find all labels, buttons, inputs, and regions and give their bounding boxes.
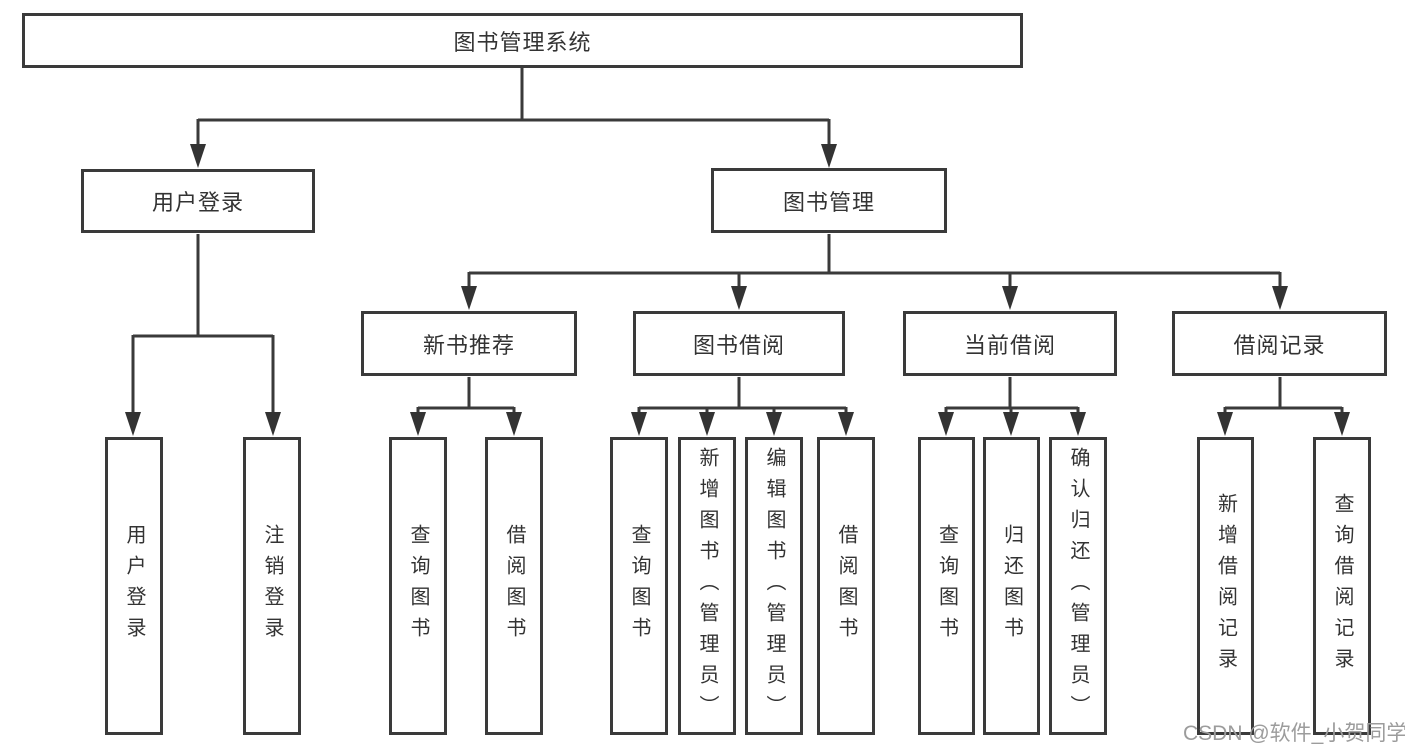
leaf-add-borrow-record-label: 新增借阅记录 — [1214, 493, 1237, 679]
node-new-book-rec: 新书推荐 — [361, 311, 577, 376]
leaf-edit-book-admin-label: 编辑图书（管理员） — [763, 446, 785, 726]
leaf-add-book-admin-label: 新增图书（管理员） — [696, 446, 718, 726]
leaf-add-book-admin: 新增图书（管理员） — [678, 437, 736, 735]
node-book-mgmt-label: 图书管理 — [782, 189, 875, 215]
leaf-logout-label: 注销登录 — [261, 524, 283, 648]
leaf-return-book: 归还图书 — [983, 437, 1040, 735]
arrowhead-g3-3 — [766, 412, 782, 436]
arrowhead-g5-2 — [1334, 412, 1350, 436]
node-current-borrow-label: 当前借阅 — [963, 332, 1056, 358]
leaf-user-login-label: 用户登录 — [123, 524, 145, 648]
arrowhead-leaf-logout — [265, 412, 281, 436]
leaf-query-books-1: 查询图书 — [389, 437, 447, 735]
node-user-login: 用户登录 — [81, 169, 315, 233]
arrowhead-g5-1 — [1217, 412, 1233, 436]
leaf-borrow-books-2-label: 借阅图书 — [835, 524, 857, 648]
leaf-query-books-1-label: 查询图书 — [407, 524, 429, 648]
leaf-borrow-books-1: 借阅图书 — [485, 437, 543, 735]
arrowhead-g3-4 — [838, 412, 854, 436]
arrowhead-g4-2 — [1003, 412, 1019, 436]
node-book-mgmt: 图书管理 — [711, 168, 947, 233]
node-root-label: 图书管理系统 — [453, 29, 592, 55]
leaf-borrow-books-2: 借阅图书 — [817, 437, 875, 735]
leaf-user-login: 用户登录 — [105, 437, 163, 735]
node-book-borrow-label: 图书借阅 — [692, 332, 785, 358]
arrowhead-leaf-login — [125, 412, 141, 436]
arrowhead-currentborrow — [1002, 286, 1018, 310]
node-book-borrow: 图书借阅 — [633, 311, 845, 376]
arrowhead-borrowrecords — [1272, 286, 1288, 310]
node-new-book-rec-label: 新书推荐 — [422, 332, 515, 358]
node-current-borrow: 当前借阅 — [903, 311, 1117, 376]
leaf-return-book-label: 归还图书 — [1000, 524, 1023, 648]
leaf-logout: 注销登录 — [243, 437, 301, 735]
arrowhead-user-login — [190, 144, 206, 168]
node-user-login-label: 用户登录 — [151, 190, 244, 215]
csdn-watermark: CSDN @软件_小贺同学 — [1183, 722, 1405, 745]
arrowhead-newbook — [461, 286, 477, 310]
leaf-query-books-2: 查询图书 — [610, 437, 668, 735]
leaf-edit-book-admin: 编辑图书（管理员） — [745, 437, 803, 735]
leaf-query-books-2-label: 查询图书 — [628, 524, 650, 648]
leaf-borrow-books-1-label: 借阅图书 — [503, 524, 525, 648]
arrowhead-g3-2 — [699, 412, 715, 436]
node-borrow-records-label: 借阅记录 — [1233, 332, 1326, 358]
arrowhead-g2-2 — [506, 412, 522, 436]
leaf-query-books-3-label: 查询图书 — [935, 524, 958, 648]
arrowhead-bookborrow — [731, 286, 747, 310]
arrowhead-g3-1 — [631, 412, 647, 436]
arrowhead-g4-3 — [1070, 412, 1086, 436]
leaf-query-books-3: 查询图书 — [918, 437, 975, 735]
arrowhead-g4-1 — [938, 412, 954, 436]
node-root: 图书管理系统 — [22, 13, 1023, 68]
leaf-query-borrow-record-label: 查询借阅记录 — [1331, 493, 1353, 679]
leaf-confirm-return-admin: 确认归还（管理员） — [1049, 437, 1107, 735]
leaf-confirm-return-admin-label: 确认归还（管理员） — [1067, 446, 1089, 726]
leaf-add-borrow-record: 新增借阅记录 — [1197, 437, 1254, 735]
leaf-query-borrow-record: 查询借阅记录 — [1313, 437, 1371, 735]
arrowhead-g2-1 — [410, 412, 426, 436]
node-borrow-records: 借阅记录 — [1172, 311, 1387, 376]
arrowhead-book-mgmt — [821, 144, 837, 168]
